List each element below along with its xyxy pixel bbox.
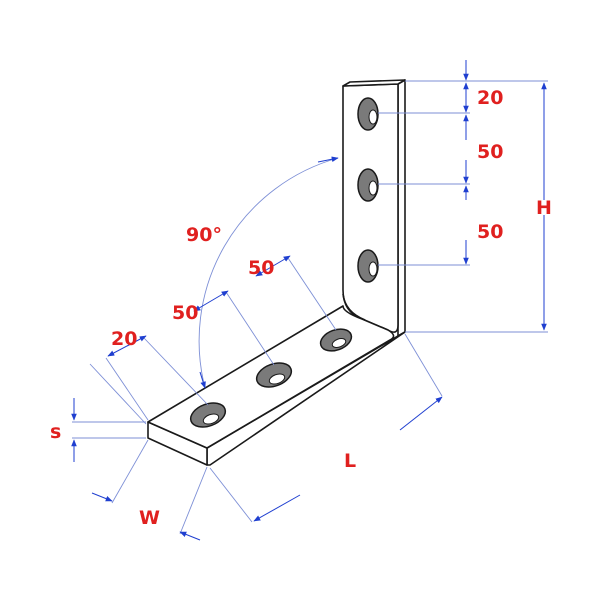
label-thickness: s [50,421,61,443]
dimension-lines [71,60,547,541]
label-height: H [536,197,552,219]
label-horizontal-pitch-1: 50 [248,257,274,279]
label-vertical-pitch-2: 50 [477,221,503,243]
label-angle: 90° [186,224,222,246]
label-end-edge: 20 [111,328,137,350]
vertical-flange-top [342,79,406,87]
label-width: W [139,507,160,529]
label-vertical-pitch-1: 50 [477,141,503,163]
vertical-flange-side [397,79,406,337]
dimension-labels: 20 50 50 H 90° 50 50 20 s L W [50,87,552,529]
label-top-edge: 20 [477,87,503,109]
mounting-holes [189,97,379,428]
extension-lines [72,80,548,535]
label-length: L [344,450,356,472]
label-horizontal-pitch-2: 50 [172,302,198,324]
bend-line [342,293,366,321]
